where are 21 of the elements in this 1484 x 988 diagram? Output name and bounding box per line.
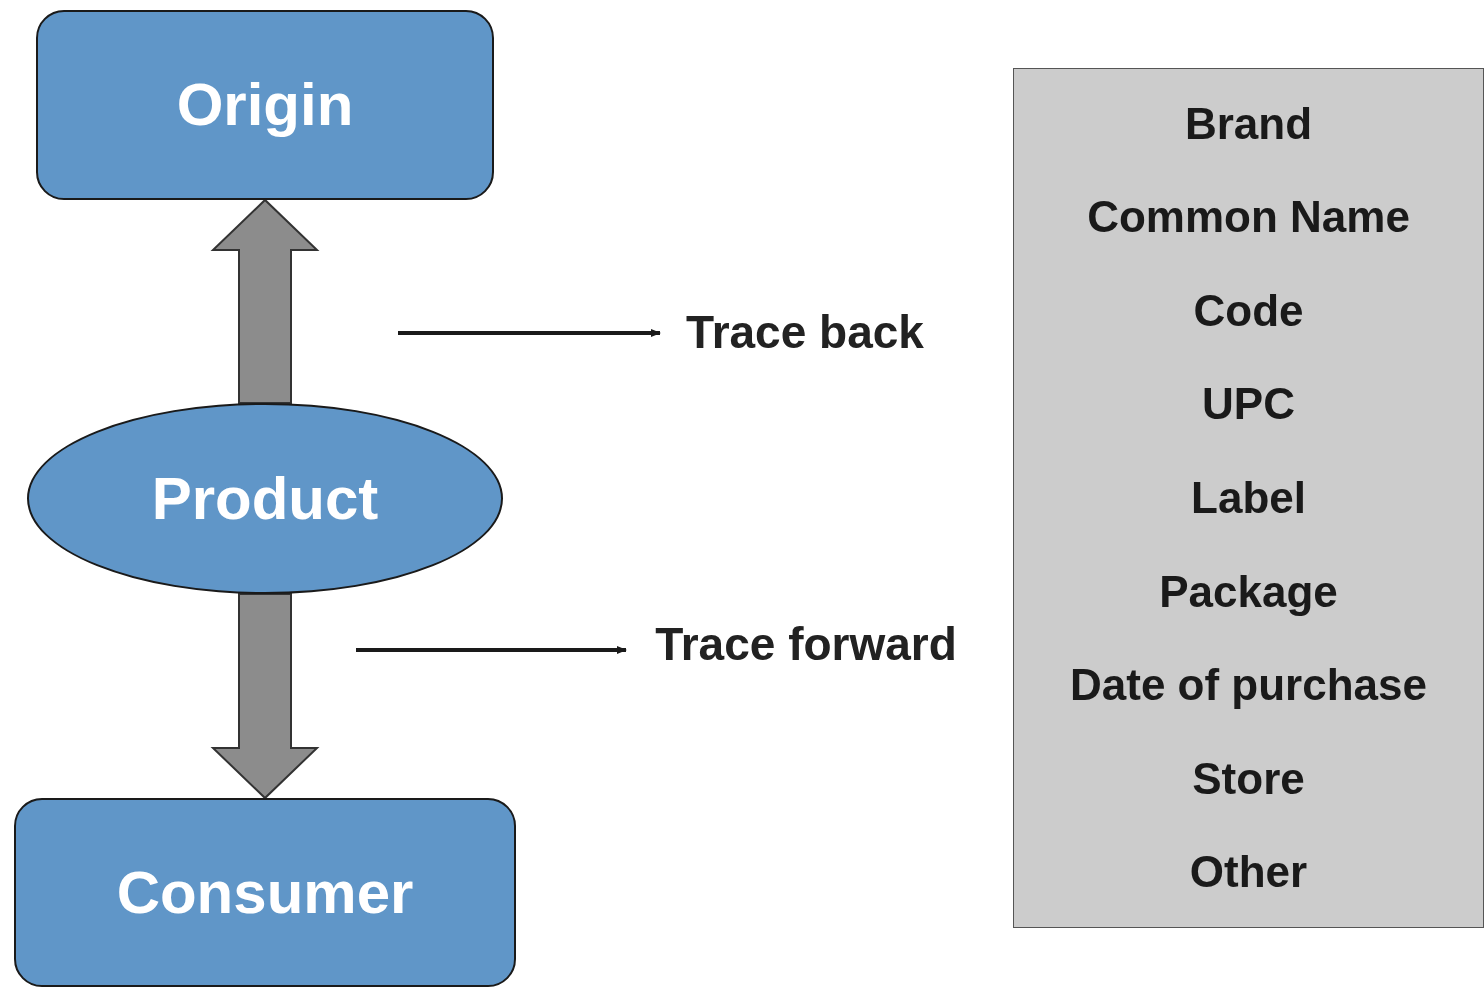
list-item: Code <box>1193 288 1304 333</box>
list-item: Store <box>1192 756 1305 801</box>
arrow <box>398 329 661 337</box>
list-item: Label <box>1191 475 1306 520</box>
trace-label: Trace back <box>660 300 950 364</box>
trace-label: Trace forward <box>626 612 986 676</box>
node-label: Product <box>151 468 379 529</box>
list-item: Brand <box>1184 101 1313 146</box>
list-panel <box>1013 68 1484 928</box>
list-item: Package <box>1159 569 1338 614</box>
list-item: Common Name <box>1087 195 1410 240</box>
list-item: Other <box>1189 850 1308 895</box>
list-item: UPC <box>1202 382 1295 427</box>
process-box <box>14 798 516 987</box>
arrow <box>356 646 627 654</box>
node-label: Consumer <box>116 862 414 923</box>
block-arrow <box>210 593 320 800</box>
process-box <box>36 10 494 200</box>
list-item: Date of purchase <box>1070 663 1427 708</box>
block-arrow <box>210 198 320 404</box>
node-label: Origin <box>176 75 354 135</box>
